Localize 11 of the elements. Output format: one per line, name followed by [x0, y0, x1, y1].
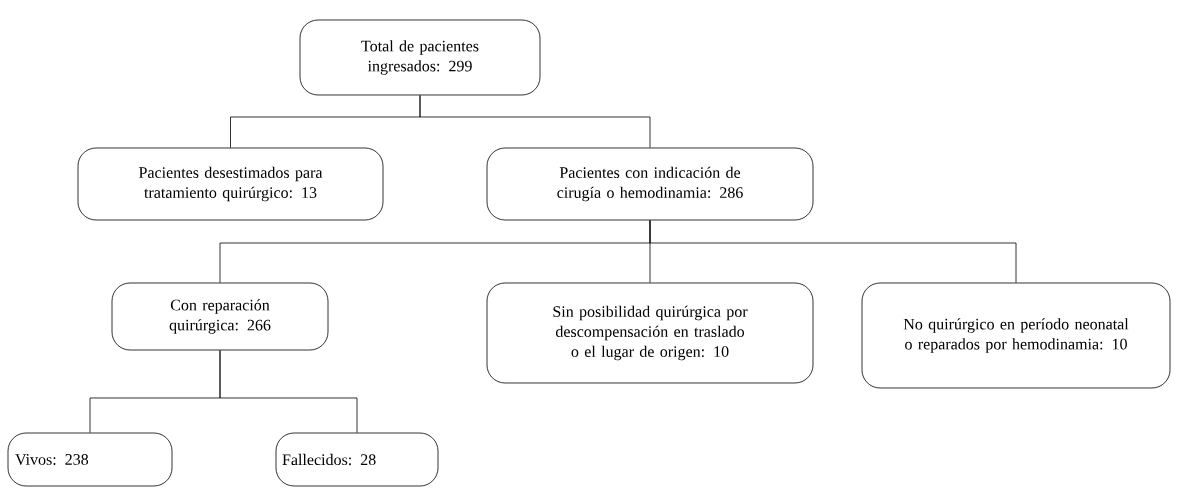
process-box: Fallecidos: 28 — [275, 432, 439, 487]
process-box: Pacientes con indicación de cirugía o hemodinamia: 286 — [486, 147, 814, 221]
process-box: No quirúrgico en período neonatal o reparados por hemodinamia: 10 — [861, 282, 1171, 389]
process-box: Vivos: 238 — [7, 432, 173, 487]
connector — [219, 350, 358, 433]
process-box: Total de pacientes ingresados: 299 — [299, 19, 541, 96]
process-box: Sin posibilidad quirúrgica por descompensación en traslado o el lugar de origen: 10 — [486, 282, 814, 384]
connector — [649, 220, 1017, 283]
process-box: Con reparación quirúrgica: 266 — [111, 282, 329, 351]
connector — [419, 95, 651, 148]
process-box: Pacientes desestimados para tratamiento quirúrgico: 13 — [77, 147, 384, 221]
